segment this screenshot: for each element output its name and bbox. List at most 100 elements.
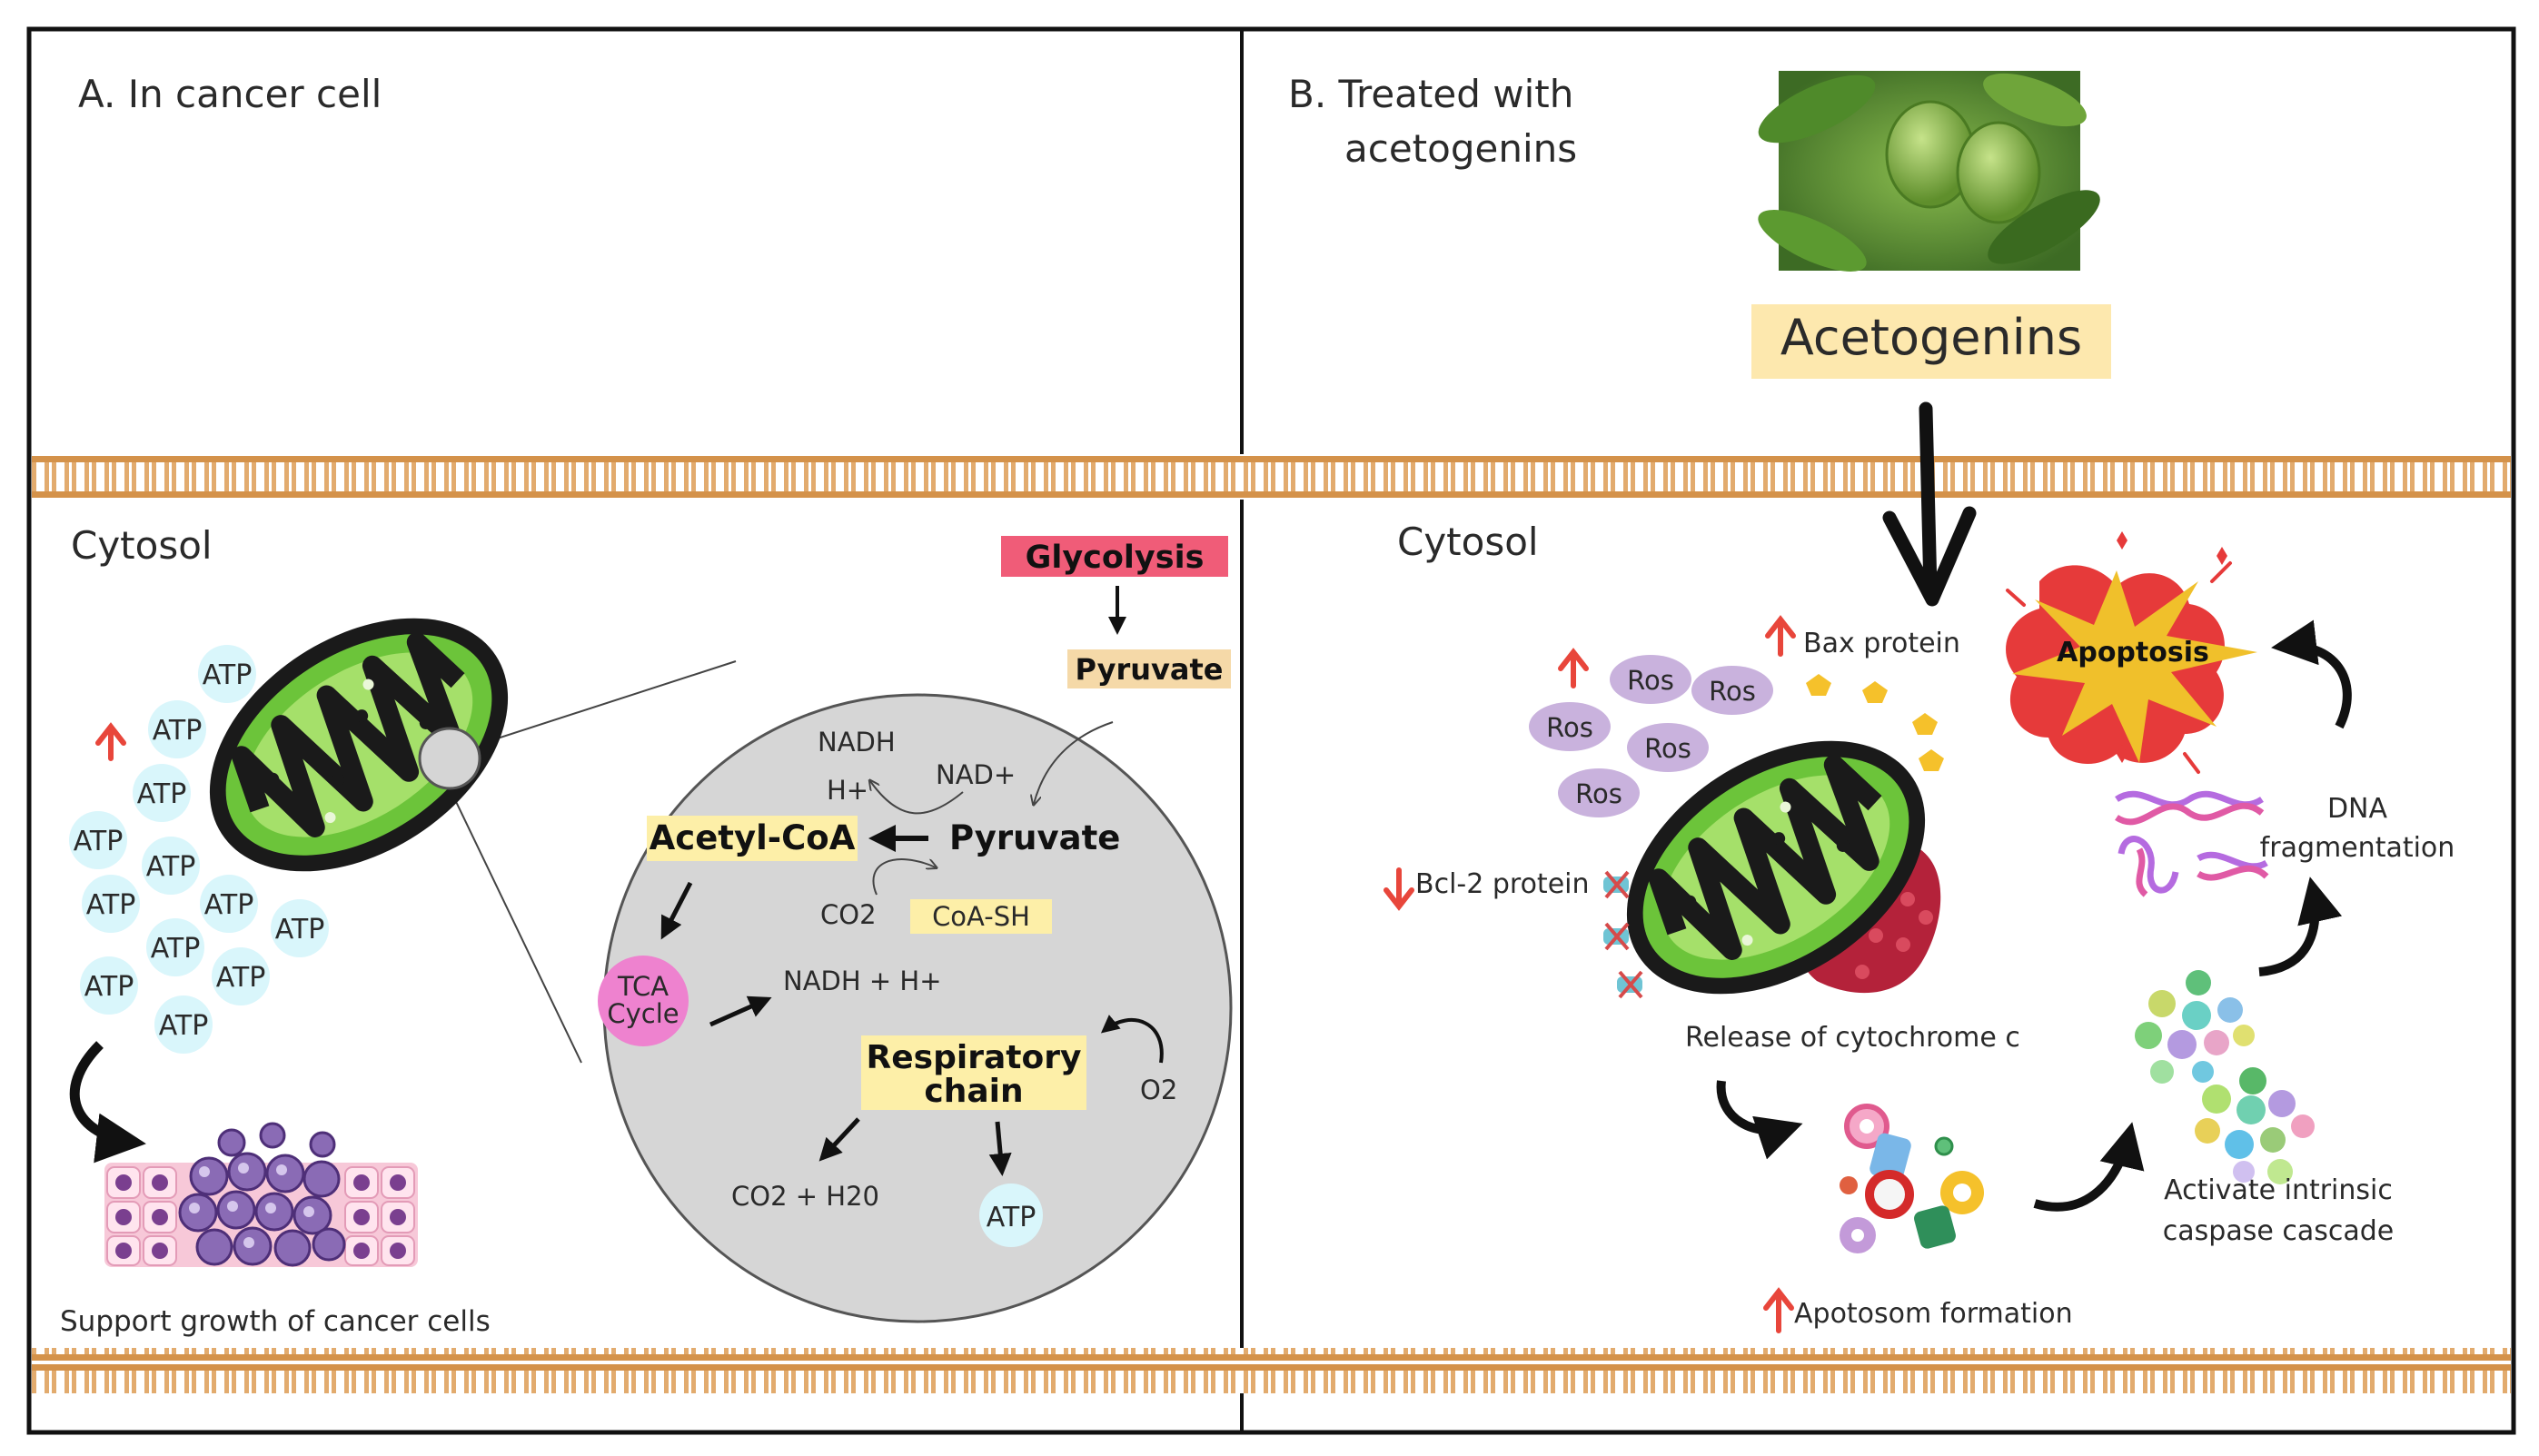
caspase-label-2: caspase cascade (2163, 1215, 2394, 1247)
zoom-line-bottom (449, 787, 582, 1064)
top-membrane (32, 454, 2511, 500)
ros-label: Ros (1627, 665, 1674, 696)
coa-sh-label: CoA-SH (932, 901, 1030, 932)
pyruvate-entry-arrow (1034, 721, 1114, 804)
bax-protein-label: Bax protein (1803, 628, 1960, 659)
atp-bubble: ATP (133, 764, 191, 822)
atp-bubble: ATP (146, 918, 204, 976)
atp-bubble: ATP (212, 947, 270, 1005)
nad-reduction-arc (870, 781, 964, 815)
zoom-circle-small (418, 727, 481, 790)
bax-up-arrow-icon (1765, 615, 1796, 657)
tca-to-nadh-arrow (709, 995, 772, 1027)
dna-label-2: fragmentation (2260, 832, 2455, 864)
ros-bubble: Ros (1558, 768, 1640, 817)
mitochondrion-icon (209, 618, 509, 872)
ros-label: Ros (1546, 712, 1593, 743)
atp-bubble: ATP (198, 645, 256, 703)
atp-label: ATP (74, 826, 124, 857)
atp-label: ATP (151, 933, 201, 965)
nadh-label: NADH (818, 727, 896, 758)
tca-label-2: Cycle (607, 998, 679, 1029)
acetogenins-box: Acetogenins (1751, 304, 2111, 379)
pyruvate-top-box: Pyruvate (1067, 649, 1231, 688)
ros-label: Ros (1575, 778, 1622, 809)
atp-bubble: ATP (154, 995, 213, 1054)
coa-sh-box: CoA-SH (910, 899, 1052, 934)
apoptosis-burst-icon: Apoptosis (2006, 531, 2257, 774)
atp-label: ATP (146, 851, 196, 883)
co2-label: CO2 (820, 899, 877, 930)
figure-frame (26, 26, 2516, 1435)
atp-bubble: ATP (80, 956, 138, 1015)
bcl2-blocked-icon (1603, 870, 1643, 999)
nad-plus-label: NAD+ (936, 759, 1016, 790)
respiratory-label-2: chain (924, 1073, 1023, 1110)
ros-label: Ros (1709, 676, 1756, 707)
to-dna-arrow (2258, 877, 2343, 976)
atp-bubble: ATP (271, 899, 329, 957)
atp-output-bubble: ATP (979, 1184, 1043, 1247)
bax-pores-icon (1806, 674, 1944, 771)
support-growth-label: Support growth of cancer cells (60, 1305, 491, 1338)
atp-bubble: ATP (200, 875, 258, 933)
atp-label: ATP (203, 659, 253, 691)
ros-cluster: Ros Ros Ros Ros Ros (1529, 655, 1773, 817)
pyruvate-label: Pyruvate (949, 818, 1120, 857)
apotosom-up-arrow-icon (1763, 1287, 1794, 1333)
growth-arrow-icon (69, 1041, 146, 1164)
cancer-cells-icon (104, 1122, 418, 1267)
treated-mitochondrion-icon (1626, 740, 1926, 995)
atp-up-arrow-icon (95, 722, 126, 761)
o2-arrow (1100, 1015, 1164, 1064)
nadh-h-label: NADH + H+ (783, 966, 942, 996)
acetyl-coa-box: Acetyl-CoA (647, 816, 858, 861)
bottom-membrane (32, 1348, 2511, 1393)
dna-label-1: DNA (2327, 793, 2388, 825)
atp-label: ATP (159, 1010, 209, 1042)
h-plus-label: H+ (827, 775, 868, 806)
resp-to-atp-arrow (988, 1121, 1012, 1176)
co2-coa-arc (872, 858, 936, 896)
respiratory-label-1: Respiratory (867, 1039, 1082, 1076)
atp-bubble: ATP (148, 700, 206, 758)
panel-a-title: A. In cancer cell (78, 72, 382, 116)
cytochrome-release-label: Release of cytochrome c (1685, 1022, 2020, 1054)
atp-label: ATP (216, 962, 266, 994)
pyruvate-top-label: Pyruvate (1076, 652, 1224, 687)
resp-to-co2-arrow (818, 1117, 860, 1162)
atp-output-label: ATP (987, 1202, 1036, 1233)
mitochondrion-zoom-circle (602, 693, 1233, 1323)
apotosom-formation-label: Apotosom formation (1794, 1298, 2073, 1330)
ros-bubble: Ros (1610, 655, 1691, 704)
caspase-label-1: Activate intrinsic (2164, 1174, 2393, 1206)
bcl2-protein-label: Bcl-2 protein (1415, 868, 1590, 900)
atp-cluster: ATP ATP ATP ATP ATP ATP ATP ATP ATP ATP … (69, 645, 329, 1054)
glycolysis-label: Glycolysis (1026, 540, 1205, 576)
panel-a-cytosol-label: Cytosol (71, 523, 213, 568)
atp-label: ATP (153, 715, 203, 747)
ros-up-arrow-icon (1558, 648, 1589, 688)
atp-label: ATP (84, 971, 134, 1003)
dna-fragments-icon (2115, 790, 2269, 897)
acetyl-to-tca-arrow (660, 881, 693, 940)
acetyl-coa-label: Acetyl-CoA (650, 818, 856, 857)
apoptosis-label: Apoptosis (2057, 637, 2209, 669)
to-apoptosis-arrow (2271, 619, 2352, 729)
tca-cycle-circle: TCA Cycle (598, 956, 689, 1046)
to-apotosom-arrow (1716, 1080, 1803, 1160)
panel-b-cytosol-label: Cytosol (1397, 520, 1539, 564)
ros-bubble: Ros (1627, 723, 1709, 772)
atp-bubble: ATP (142, 837, 200, 895)
glycolysis-box: Glycolysis (1001, 536, 1228, 577)
ros-label: Ros (1644, 733, 1691, 764)
o2-label: O2 (1140, 1075, 1177, 1105)
co2-h2o-label: CO2 + H20 (731, 1181, 879, 1212)
apoptosome-icon (1840, 1104, 1984, 1253)
bcl2-down-arrow-icon (1384, 867, 1414, 911)
to-caspase-arrow (2033, 1122, 2145, 1212)
atp-label: ATP (86, 889, 136, 921)
caspase-cascade-icon (2135, 970, 2315, 1184)
